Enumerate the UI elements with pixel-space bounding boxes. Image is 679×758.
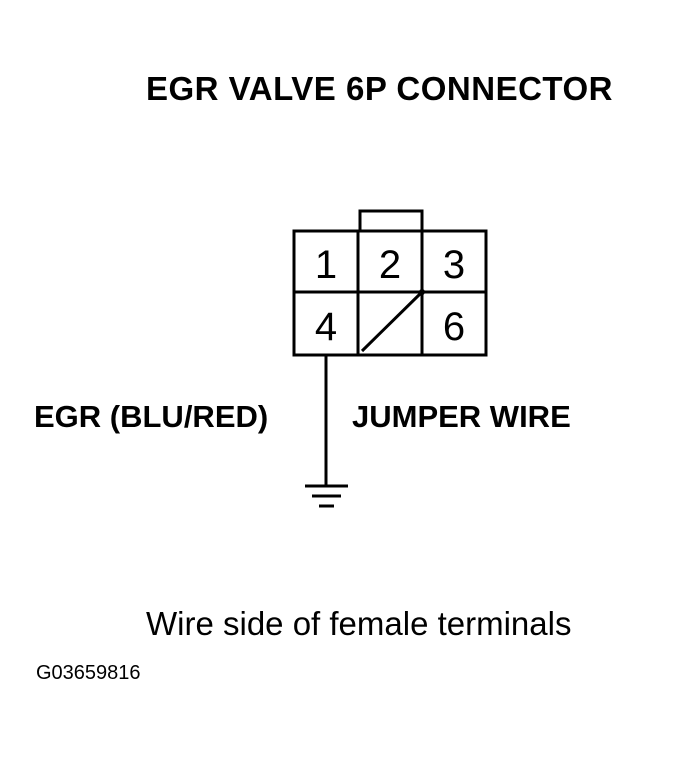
terminal-6-label: 6 [443, 305, 465, 349]
diagram-caption: Wire side of female terminals [146, 605, 572, 642]
ground-icon [305, 484, 348, 508]
egr-wire-label: EGR (BLU/RED) [34, 399, 269, 434]
connector-lock-tab [358, 209, 424, 233]
terminal-2-label: 2 [379, 243, 401, 287]
terminal-4-label: 4 [315, 305, 337, 349]
jumper-wire-label: JUMPER WIRE [352, 399, 571, 434]
jumper-wire-line [360, 290, 424, 353]
jumper-wire-junction [419, 289, 425, 295]
diagram-title: EGR VALVE 6P CONNECTOR [146, 70, 613, 107]
figure-id: G03659816 [36, 662, 141, 684]
terminal-3-label: 3 [443, 243, 465, 287]
terminal-1-label: 1 [315, 243, 337, 287]
